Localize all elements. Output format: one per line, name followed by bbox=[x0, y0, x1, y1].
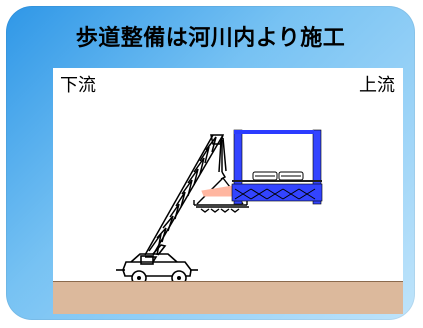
downstream-label: 下流 bbox=[60, 75, 96, 96]
crane-vehicle-icon bbox=[116, 244, 198, 286]
page-title: 歩道整備は河川内より施工 bbox=[75, 26, 346, 51]
info-card: 歩道整備は河川内より施工 下流 上流 bbox=[6, 6, 415, 320]
ground-area bbox=[53, 281, 403, 314]
light-beam-icon bbox=[201, 185, 234, 197]
diagram-panel: 下流 上流 bbox=[53, 68, 403, 314]
construction-scene bbox=[116, 129, 323, 286]
crane-icon bbox=[144, 134, 227, 256]
upstream-label: 上流 bbox=[359, 75, 395, 96]
work-platform-icon bbox=[231, 129, 323, 205]
